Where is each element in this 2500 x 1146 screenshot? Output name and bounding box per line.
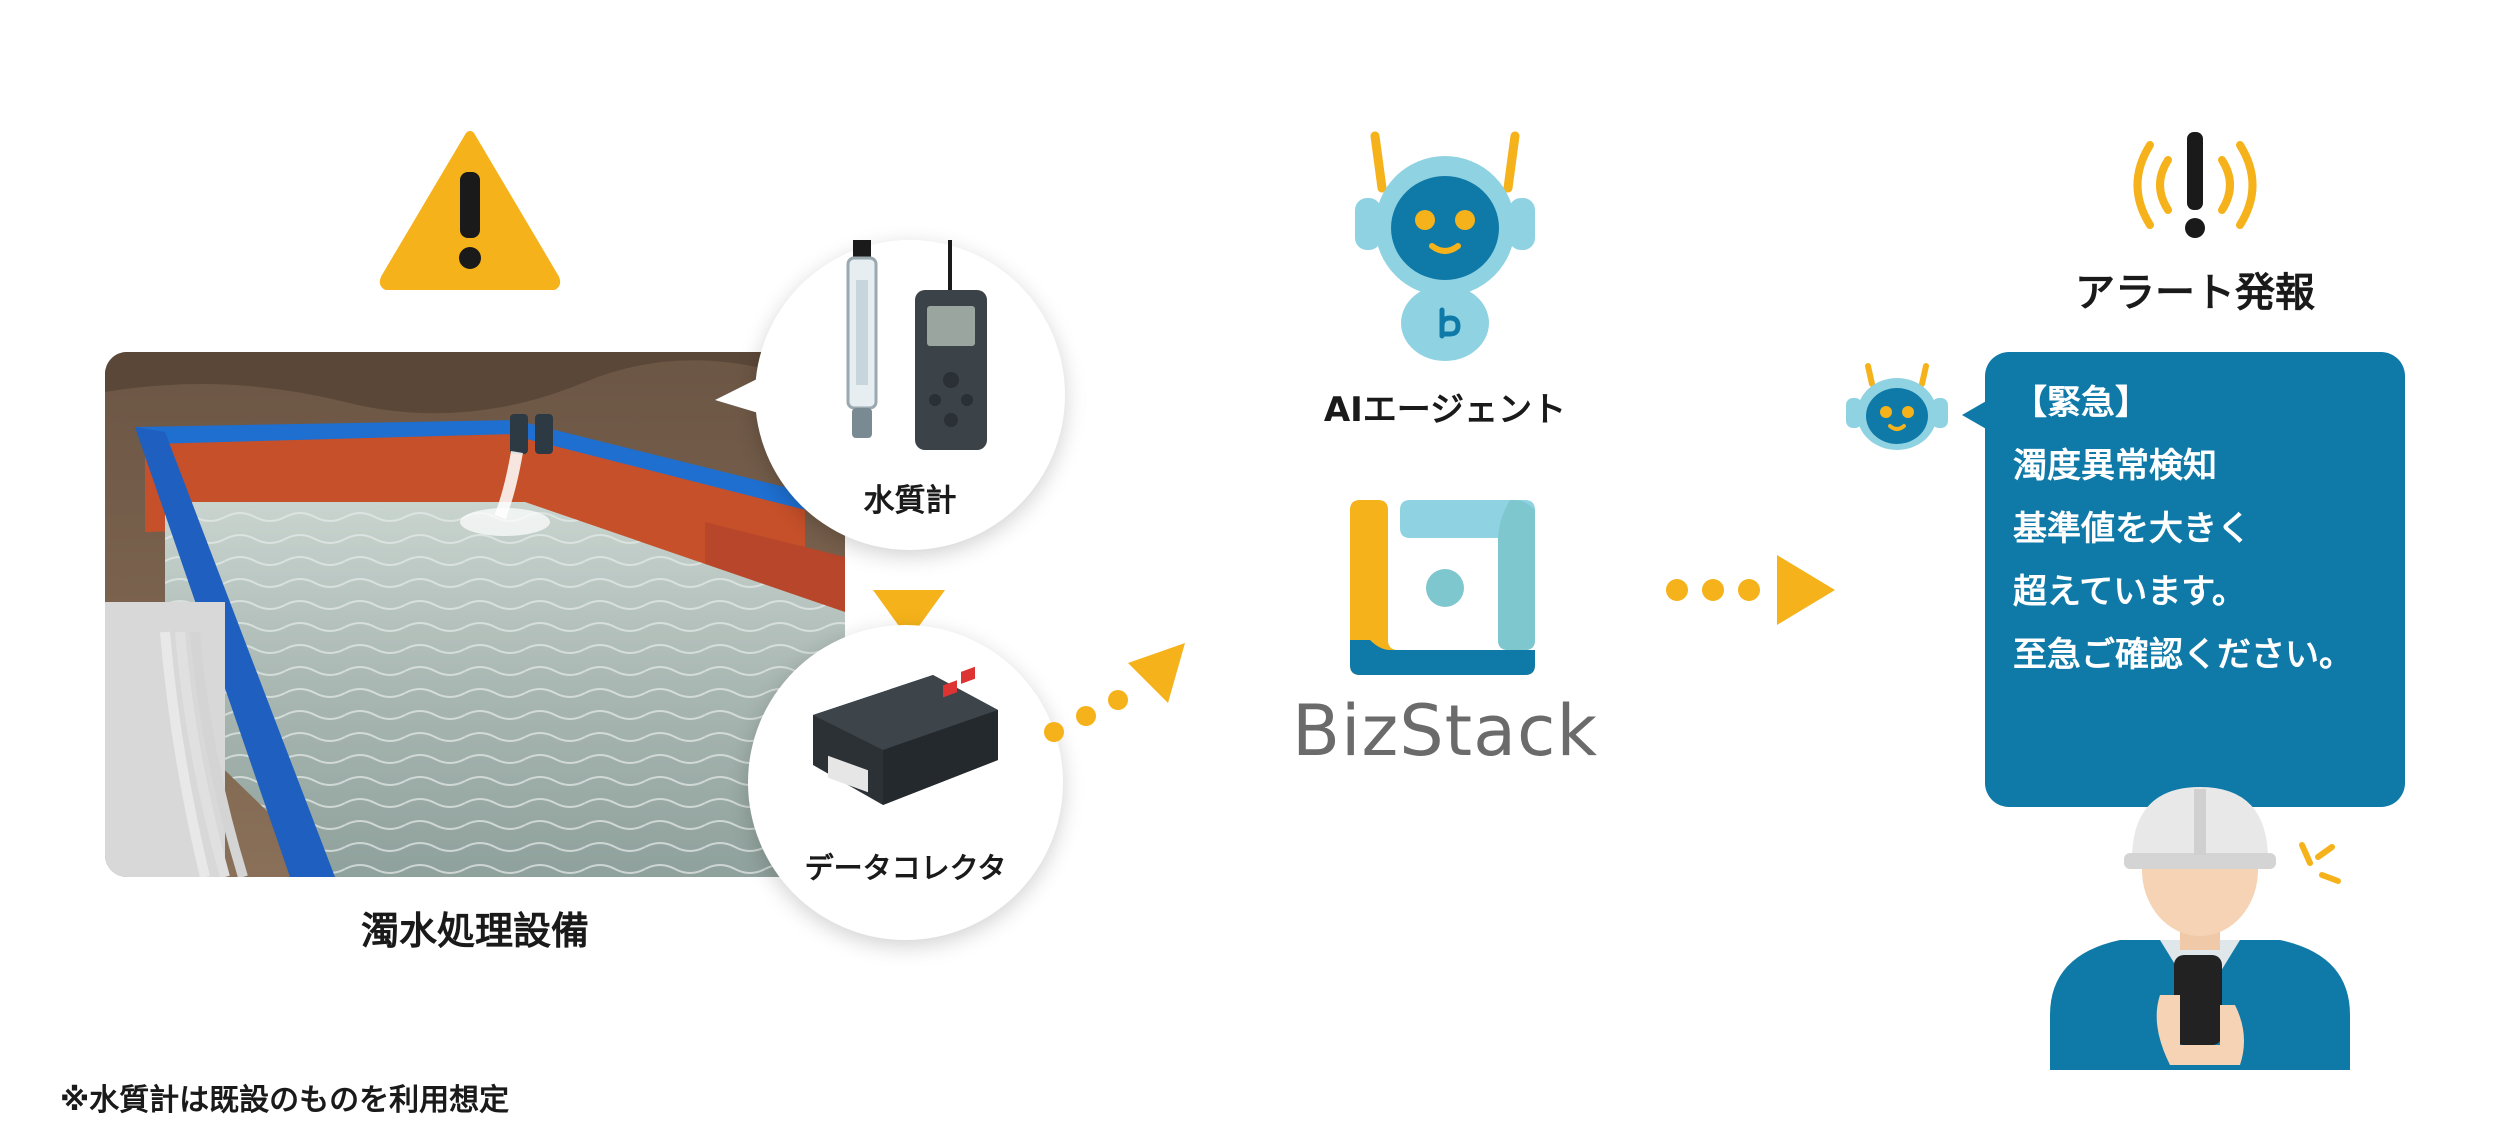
- meter-label: 水質計: [863, 483, 957, 519]
- alert-line: 基準値を大きく: [2013, 509, 2251, 549]
- ai-agent-robot-icon: [1350, 128, 1540, 363]
- footnote: ※水質計は既設のものを利用想定: [60, 1083, 510, 1118]
- turbid-water-tank-photo: [105, 352, 845, 877]
- alert-line: 濁度異常検知: [2013, 446, 2217, 486]
- alert-broadcast-icon: [2110, 130, 2280, 240]
- alert-line: 超えています。: [2013, 572, 2246, 612]
- arrow-down-icon: [873, 590, 945, 640]
- bizstack-logo-icon: [1350, 500, 1535, 675]
- dotted-arrow-up-right-icon: [1040, 638, 1190, 748]
- bubble-tail: [1962, 400, 1988, 430]
- agent-label: AIエージェント: [1323, 390, 1567, 430]
- facility-label: 濁水処理設備: [360, 909, 589, 953]
- water-quality-meter-callout: 水質計: [755, 240, 1065, 550]
- small-robot-avatar-icon: [1842, 362, 1952, 452]
- alert-message: 【緊急】 濁度異常検知 基準値を大きく 超えています。 至急ご確認ください。: [2013, 372, 2353, 687]
- callout-tail: [715, 375, 765, 415]
- alert-title: アラート発報: [2075, 270, 2315, 316]
- alert-line: 至急ご確認ください。: [2013, 635, 2353, 675]
- dotted-arrow-right-icon: [1665, 555, 1835, 625]
- data-collector-callout: データコレクタ: [748, 625, 1063, 940]
- bizstack-logo-text: BizStack: [1291, 690, 1598, 772]
- alert-line: 【緊急】: [2013, 383, 2149, 423]
- worker-with-smartphone-icon: [2040, 765, 2360, 1070]
- collector-label: データコレクタ: [804, 851, 1007, 885]
- warning-icon: [378, 128, 562, 290]
- alert-message-bubble: 【緊急】 濁度異常検知 基準値を大きく 超えています。 至急ご確認ください。: [1985, 352, 2405, 807]
